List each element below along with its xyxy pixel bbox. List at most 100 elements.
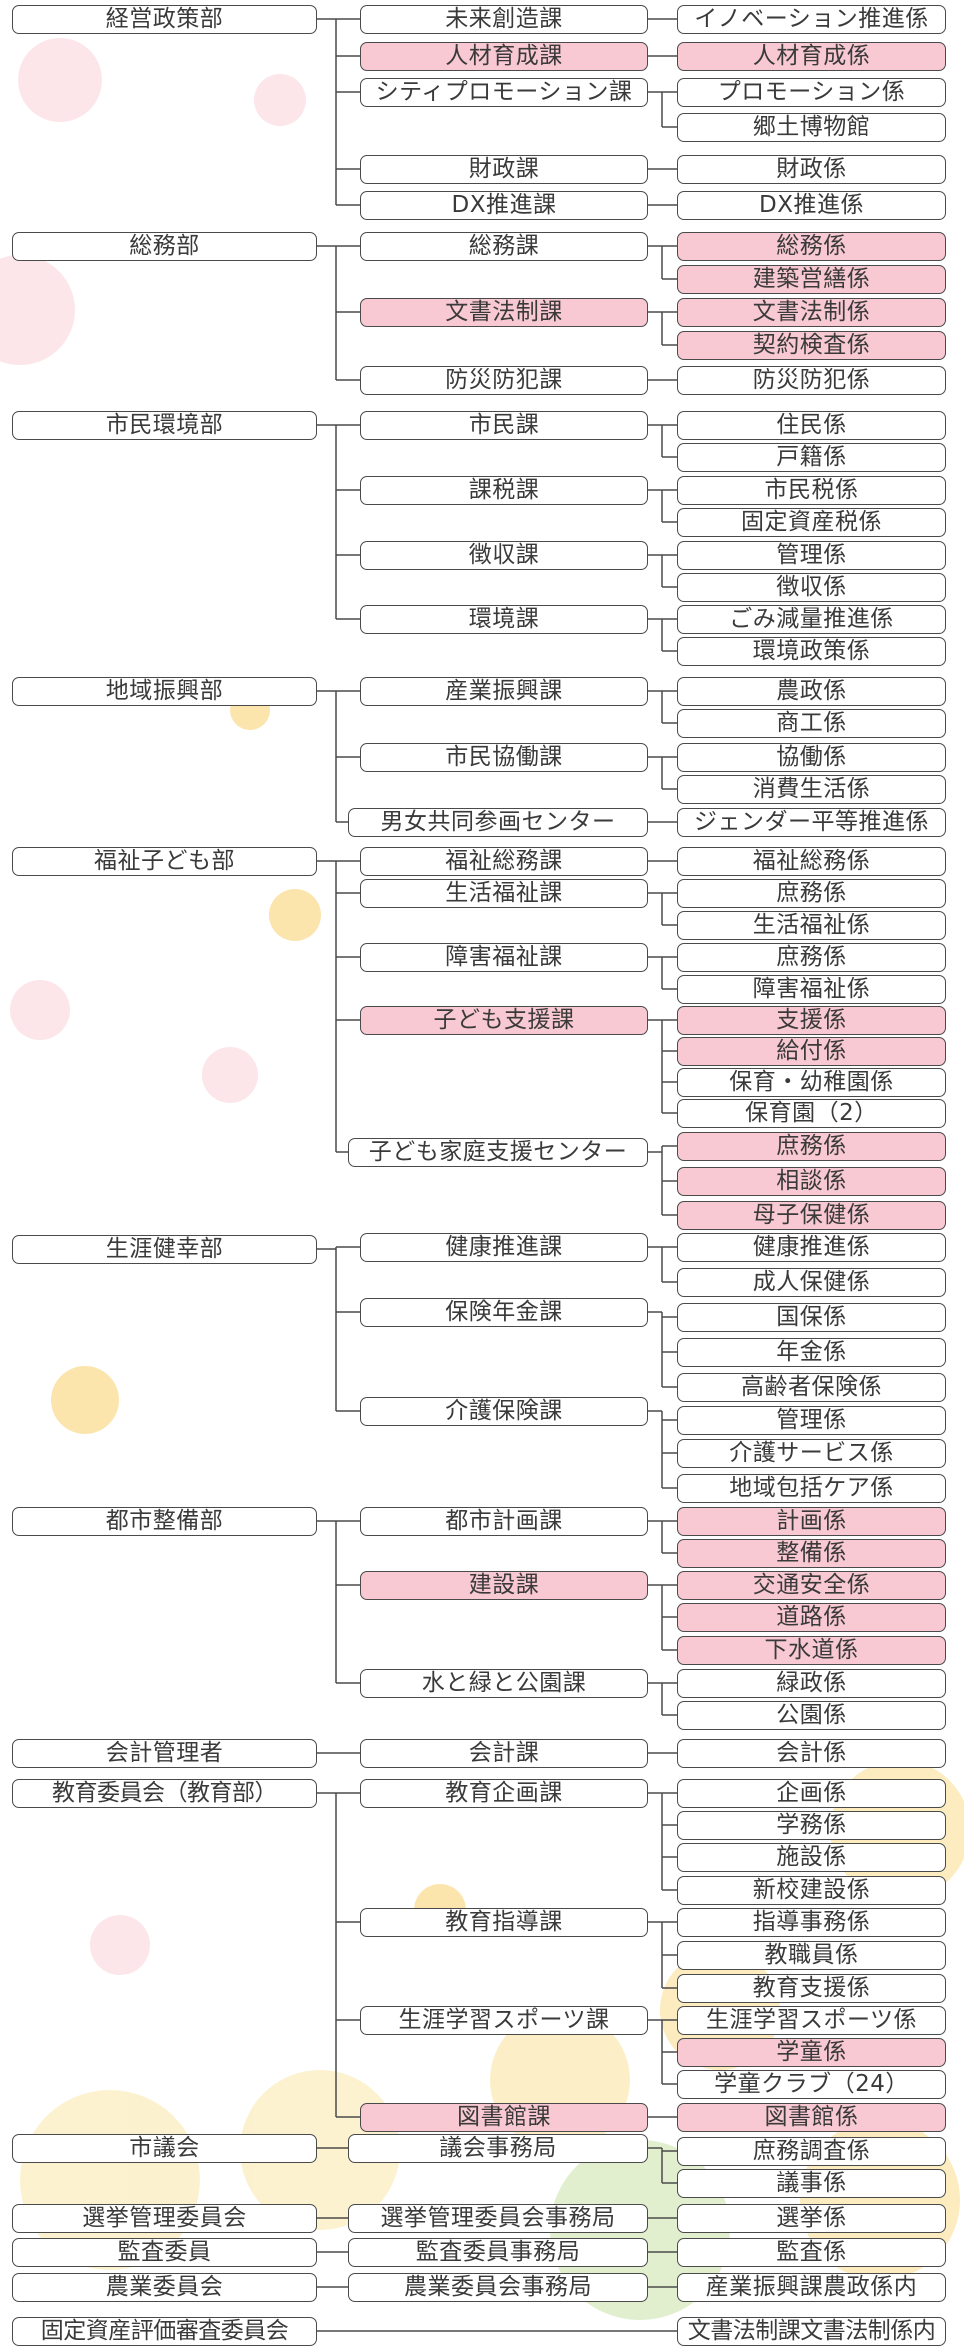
unit-box: 産業振興課農政係内 <box>677 2272 946 2302</box>
department-box: 選挙管理委員会 <box>12 2203 317 2233</box>
unit-box: 緑政係 <box>677 1668 946 1698</box>
unit-box: 建築営繕係 <box>677 264 946 294</box>
department-box: 会計管理者 <box>12 1738 317 1768</box>
unit-box: 郷土博物館 <box>677 112 946 142</box>
section-box: 子ども家庭支援センター <box>348 1137 648 1167</box>
section-box: 議会事務局 <box>348 2133 648 2163</box>
section-box: 会計課 <box>360 1738 648 1768</box>
unit-box: 福祉総務係 <box>677 846 946 876</box>
unit-box: 環境政策係 <box>677 636 946 666</box>
unit-box: 教育支援係 <box>677 1973 946 2003</box>
department-box: 経営政策部 <box>12 4 317 34</box>
unit-box: 管理係 <box>677 1405 946 1435</box>
unit-box: 監査係 <box>677 2237 946 2267</box>
unit-box: 高齢者保険係 <box>677 1372 946 1402</box>
unit-box: 農政係 <box>677 676 946 706</box>
unit-box: 下水道係 <box>677 1635 946 1665</box>
unit-box: 総務係 <box>677 231 946 261</box>
section-box: 徴収課 <box>360 540 648 570</box>
unit-box: ジェンダー平等推進係 <box>677 807 946 837</box>
unit-box: 消費生活係 <box>677 774 946 804</box>
section-box: 産業振興課 <box>360 676 648 706</box>
unit-box: 住民係 <box>677 410 946 440</box>
unit-box: 管理係 <box>677 540 946 570</box>
unit-box: 図書館係 <box>677 2102 946 2132</box>
unit-box: 協働係 <box>677 742 946 772</box>
unit-box: 成人保健係 <box>677 1267 946 1297</box>
unit-box: 母子保健係 <box>677 1200 946 1230</box>
unit-box: 給付係 <box>677 1036 946 1066</box>
section-box: 選挙管理委員会事務局 <box>348 2203 648 2233</box>
section-box: 市民協働課 <box>360 742 648 772</box>
unit-box: 防災防犯係 <box>677 365 946 395</box>
unit-box: 文書法制課文書法制係内 <box>677 2316 946 2346</box>
section-box: 環境課 <box>360 604 648 634</box>
department-box: 固定資産評価審査委員会 <box>12 2316 317 2346</box>
unit-box: 財政係 <box>677 154 946 184</box>
unit-box: 固定資産税係 <box>677 507 946 537</box>
unit-box: 文書法制係 <box>677 297 946 327</box>
unit-box: 商工係 <box>677 708 946 738</box>
unit-box: DX推進係 <box>677 190 946 220</box>
department-box: 教育委員会（教育部） <box>12 1778 317 1808</box>
unit-box: 年金係 <box>677 1337 946 1367</box>
unit-box: 学童クラブ（24） <box>677 2069 946 2099</box>
unit-box: 会計係 <box>677 1738 946 1768</box>
unit-box: 計画係 <box>677 1506 946 1536</box>
section-box: 教育指導課 <box>360 1907 648 1937</box>
unit-box: 庶務調査係 <box>677 2136 946 2166</box>
section-box: 生活福祉課 <box>360 878 648 908</box>
section-box: 課税課 <box>360 475 648 505</box>
section-box: 未来創造課 <box>360 4 648 34</box>
section-box: 防災防犯課 <box>360 365 648 395</box>
section-box: 障害福祉課 <box>360 942 648 972</box>
section-box: 都市計画課 <box>360 1506 648 1536</box>
department-box: 総務部 <box>12 231 317 261</box>
department-box: 監査委員 <box>12 2237 317 2267</box>
unit-box: 学務係 <box>677 1810 946 1840</box>
unit-box: 国保係 <box>677 1302 946 1332</box>
section-box: 男女共同参画センター <box>348 807 648 837</box>
section-box: 建設課 <box>360 1570 648 1600</box>
unit-box: 契約検査係 <box>677 330 946 360</box>
unit-box: 指導事務係 <box>677 1907 946 1937</box>
unit-box: 新校建設係 <box>677 1875 946 1905</box>
department-box: 市民環境部 <box>12 410 317 440</box>
section-box: 農業委員会事務局 <box>348 2272 648 2302</box>
unit-box: 相談係 <box>677 1166 946 1196</box>
unit-box: 保育園（2） <box>677 1098 946 1128</box>
department-box: 市議会 <box>12 2133 317 2163</box>
section-box: 生涯学習スポーツ課 <box>360 2005 648 2035</box>
unit-box: ごみ減量推進係 <box>677 604 946 634</box>
unit-box: 生涯学習スポーツ係 <box>677 2005 946 2035</box>
section-box: 総務課 <box>360 231 648 261</box>
department-box: 地域振興部 <box>12 676 317 706</box>
section-box: 監査委員事務局 <box>348 2237 648 2267</box>
unit-box: 障害福祉係 <box>677 974 946 1004</box>
unit-box: 選挙係 <box>677 2203 946 2233</box>
unit-box: 支援係 <box>677 1005 946 1035</box>
section-box: 教育企画課 <box>360 1778 648 1808</box>
department-box: 生涯健幸部 <box>12 1234 317 1264</box>
unit-box: 生活福祉係 <box>677 910 946 940</box>
unit-box: 保育・幼稚園係 <box>677 1067 946 1097</box>
unit-box: 庶務係 <box>677 878 946 908</box>
unit-box: 整備係 <box>677 1538 946 1568</box>
section-box: 子ども支援課 <box>360 1005 648 1035</box>
unit-box: 教職員係 <box>677 1940 946 1970</box>
unit-box: 戸籍係 <box>677 442 946 472</box>
unit-box: 道路係 <box>677 1602 946 1632</box>
unit-box: 施設係 <box>677 1842 946 1872</box>
section-box: DX推進課 <box>360 190 648 220</box>
section-box: 財政課 <box>360 154 648 184</box>
unit-box: 庶務係 <box>677 1131 946 1161</box>
department-box: 都市整備部 <box>12 1506 317 1536</box>
unit-box: 徴収係 <box>677 572 946 602</box>
unit-box: 介護サービス係 <box>677 1438 946 1468</box>
section-box: 文書法制課 <box>360 297 648 327</box>
section-box: 福祉総務課 <box>360 846 648 876</box>
unit-box: 交通安全係 <box>677 1570 946 1600</box>
section-box: 保険年金課 <box>360 1297 648 1327</box>
section-box: 人材育成課 <box>360 41 648 71</box>
